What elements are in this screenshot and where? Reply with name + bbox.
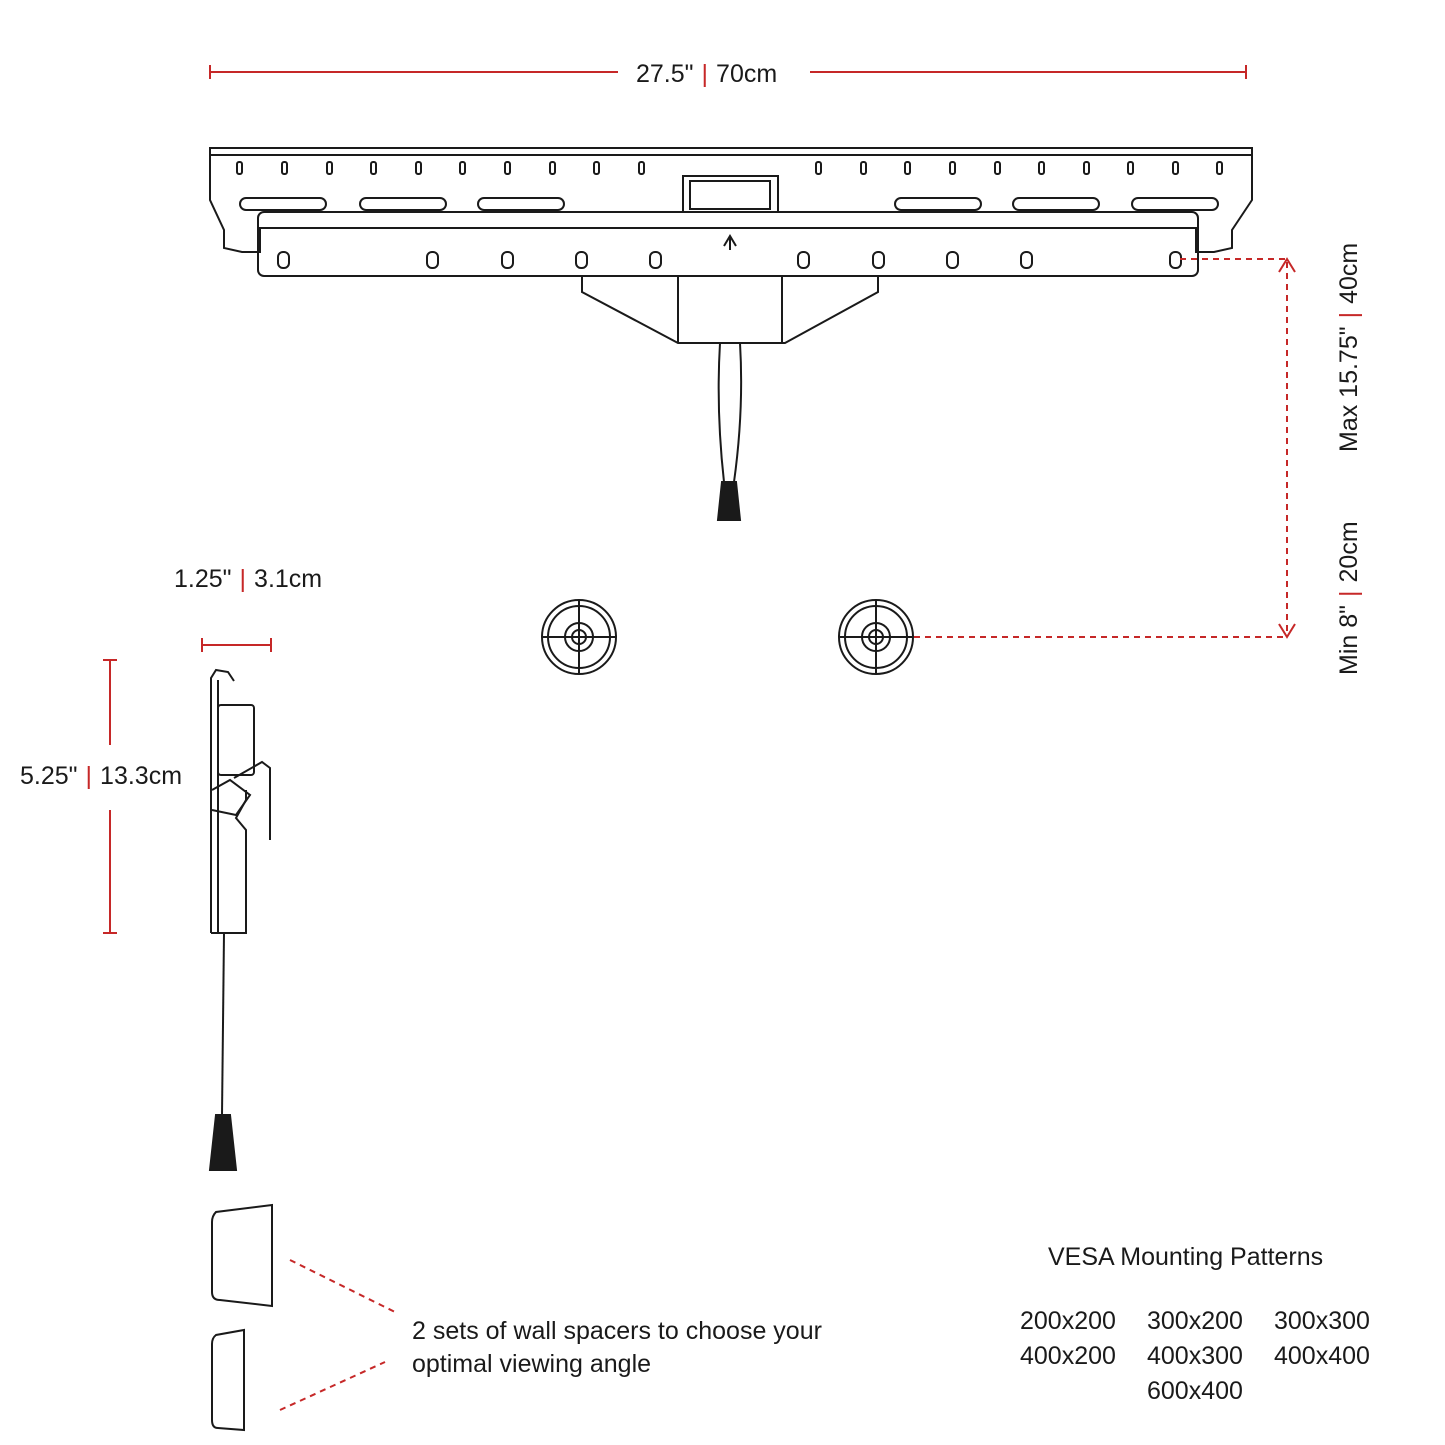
depth-label: 1.25"|3.1cm bbox=[174, 567, 322, 592]
upper-holes bbox=[236, 161, 1223, 175]
depth-imperial: 1.25" bbox=[174, 565, 232, 593]
depth-metric: 3.1cm bbox=[254, 565, 323, 593]
width-separator: | bbox=[701, 60, 709, 88]
spacer-leader-lines bbox=[279, 1259, 396, 1411]
height-metric: 13.3cm bbox=[100, 762, 183, 790]
wall-spacer-small bbox=[211, 1328, 245, 1432]
wall-spacer-large bbox=[211, 1203, 273, 1308]
height-label: 5.25"|13.3cm bbox=[20, 764, 182, 789]
vesa-patterns: 200x200 300x200 300x300 400x200 400x300 … bbox=[1020, 1307, 1384, 1406]
min-adjust-metric: 20cm bbox=[1335, 521, 1363, 583]
vesa-pattern bbox=[1020, 1377, 1147, 1406]
bracket-front-view bbox=[209, 147, 1253, 521]
lower-holes bbox=[277, 251, 1182, 269]
height-separator: | bbox=[85, 762, 93, 790]
depth-dimension-line bbox=[201, 638, 272, 652]
height-imperial: 5.25" bbox=[20, 762, 78, 790]
upper-slots bbox=[239, 197, 1219, 211]
max-adjust-separator: | bbox=[1335, 311, 1363, 319]
vesa-pattern: 400x400 bbox=[1274, 1342, 1370, 1370]
vesa-title: VESA Mounting Patterns bbox=[1048, 1243, 1324, 1271]
vesa-pattern: 300x200 bbox=[1147, 1307, 1243, 1335]
vesa-pattern bbox=[1274, 1377, 1384, 1406]
min-adjust-label: Min 8" | 20cm bbox=[1335, 521, 1363, 675]
width-label: 27.5"|70cm bbox=[636, 62, 777, 87]
spacer-note-line-2: optimal viewing angle bbox=[412, 1350, 652, 1378]
depth-separator: | bbox=[239, 565, 247, 593]
width-imperial: 27.5" bbox=[636, 60, 694, 88]
min-adjust-imperial: Min 8" bbox=[1335, 604, 1363, 675]
max-adjust-metric: 40cm bbox=[1335, 242, 1363, 304]
min-adjust-separator: | bbox=[1335, 590, 1363, 597]
max-adjust-label: Max 15.75" | 40cm bbox=[1335, 242, 1363, 452]
height-dimension-line bbox=[103, 659, 117, 934]
vesa-pattern: 300x300 bbox=[1274, 1307, 1370, 1335]
wall-anchor-left bbox=[541, 599, 617, 675]
max-adjust-imperial: Max 15.75" bbox=[1335, 326, 1363, 452]
vesa-pattern: 400x200 bbox=[1020, 1342, 1116, 1370]
vesa-pattern: 400x300 bbox=[1147, 1342, 1243, 1370]
wall-anchor-right bbox=[838, 599, 914, 675]
adjustment-dimension-line bbox=[914, 257, 1296, 639]
bracket-side-view bbox=[208, 668, 271, 1171]
spacer-note: 2 sets of wall spacers to choose your op… bbox=[412, 1315, 822, 1381]
vesa-pattern: 200x200 bbox=[1020, 1307, 1116, 1335]
width-metric: 70cm bbox=[716, 60, 778, 88]
spacer-note-line-1: 2 sets of wall spacers to choose your bbox=[412, 1317, 822, 1345]
vesa-pattern: 600x400 bbox=[1147, 1377, 1243, 1405]
width-dimension-line bbox=[209, 65, 1247, 79]
